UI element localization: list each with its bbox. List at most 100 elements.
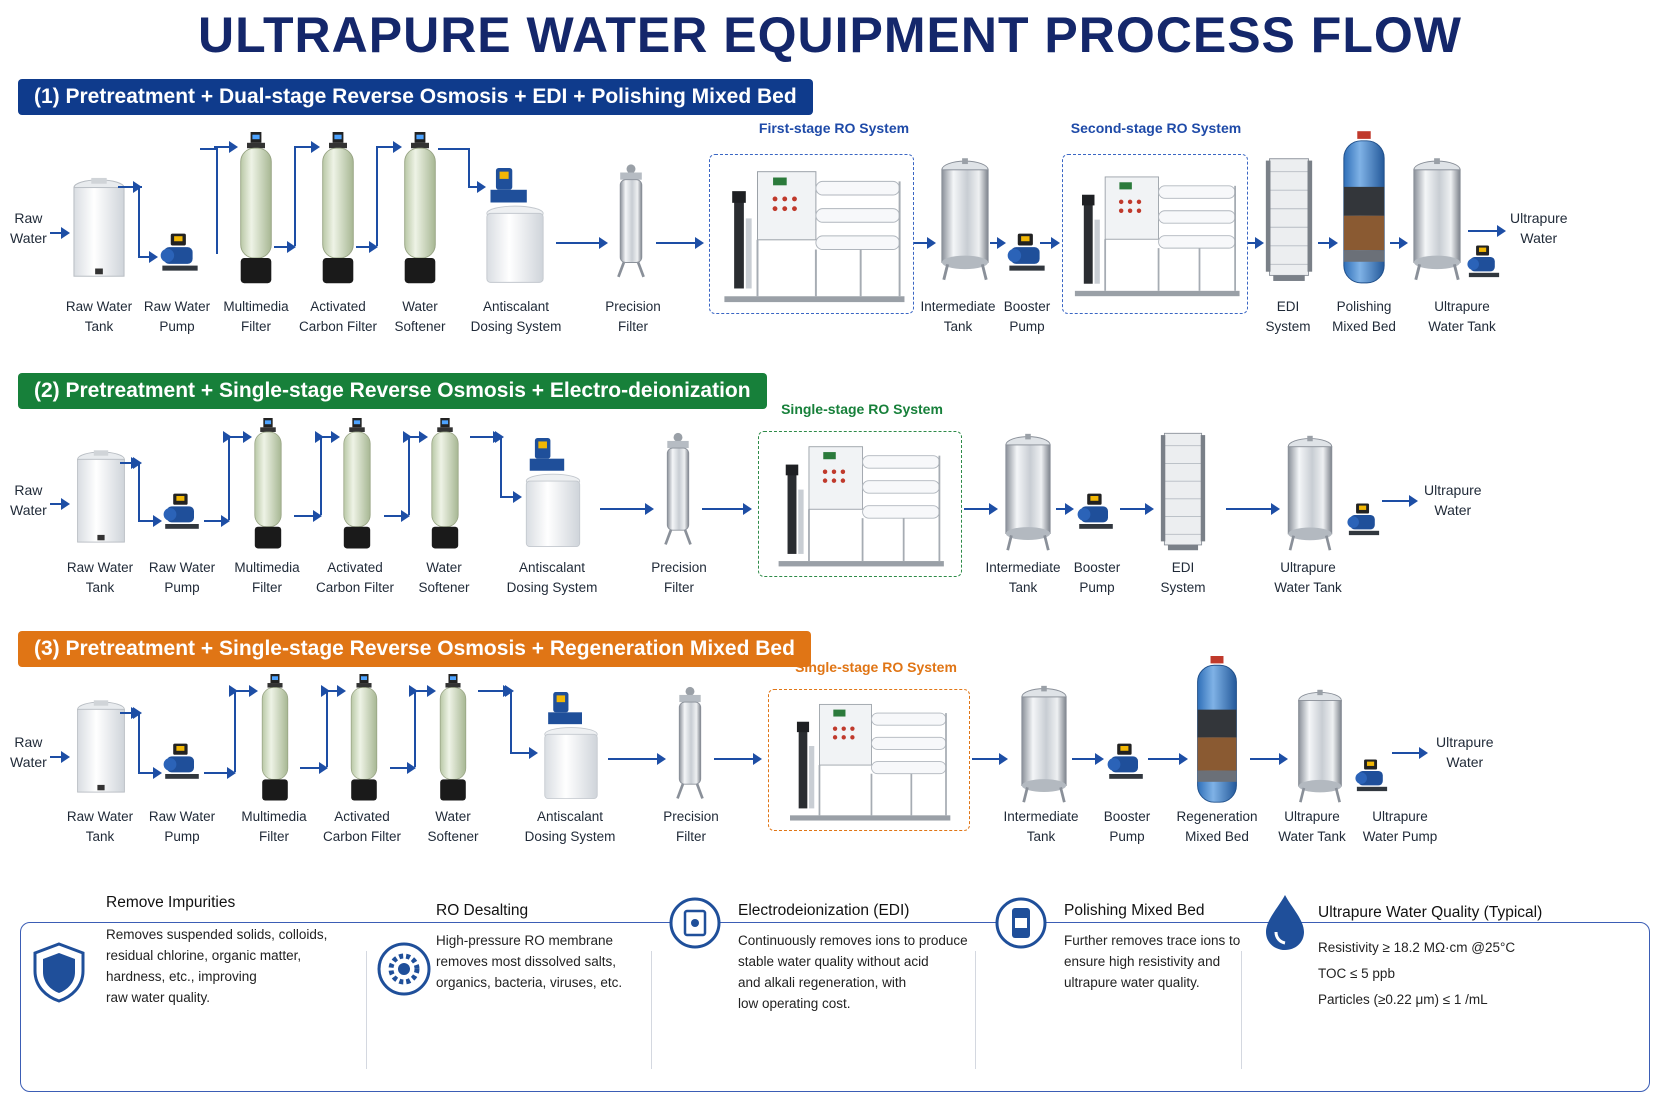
water-drop-icon: [1266, 895, 1304, 950]
antiscalant-dosing-system: [482, 168, 548, 286]
arrow: [1382, 495, 1418, 507]
feature-title-edi: Electrodeionization (EDI): [738, 902, 910, 919]
arrow: [500, 491, 522, 503]
arrow: [468, 181, 486, 193]
first-stage-ro-system: [714, 160, 910, 306]
arrow: [204, 515, 230, 527]
arrow: [138, 515, 162, 527]
arrow: [1148, 753, 1188, 765]
arrow: [972, 753, 1008, 765]
polishing-mixed-bed: [1340, 130, 1388, 286]
ultrapure-water-tank: [1410, 156, 1464, 282]
activated-carbon-filter: [347, 674, 381, 802]
arrow: [409, 685, 418, 767]
arrow: [321, 685, 330, 767]
arrow: [326, 685, 346, 697]
ultrapure-water-tank: [1294, 688, 1346, 804]
arrow: [356, 241, 378, 253]
multimedia-filter: [238, 130, 274, 287]
arrow: [505, 685, 514, 752]
raw-water-tank: [70, 176, 128, 282]
arrow: [390, 762, 416, 774]
arrow: [133, 707, 142, 772]
arrow: [495, 431, 504, 496]
arrow: [1120, 503, 1154, 515]
pipe: [200, 148, 218, 254]
divider: [975, 951, 976, 1069]
arrow: [1250, 753, 1288, 765]
arrow: [300, 762, 328, 774]
arrow: [315, 431, 324, 515]
second-stage-ro-box: [1062, 154, 1248, 314]
single-stage-ro-box: [768, 689, 970, 831]
pipe: [294, 148, 296, 246]
arrow: [1226, 503, 1280, 515]
second-stage-ro-label: Second-stage RO System: [1070, 120, 1242, 136]
arrow: [50, 227, 70, 239]
multimedia-filter: [251, 418, 285, 550]
process-1-banner: (1) Pretreatment + Dual-stage Reverse Os…: [18, 79, 813, 115]
arrow: [138, 767, 162, 779]
arrow: [133, 457, 142, 520]
arrow: [714, 753, 762, 765]
single-stage-ro-box: [758, 431, 962, 577]
arrow: [204, 767, 236, 779]
multimedia-filter: [258, 674, 292, 802]
single-stage-ro-label: Single-stage RO System: [795, 659, 957, 675]
arrow: [964, 503, 998, 515]
feature-panel: Remove Impurities Removes suspended soli…: [20, 922, 1650, 1092]
arrow: [133, 181, 142, 256]
arrow: [414, 685, 436, 697]
pipe: [376, 148, 378, 246]
arrow: [1392, 747, 1428, 759]
arrow: [1468, 225, 1506, 237]
divider: [651, 951, 652, 1069]
arrow: [1248, 237, 1264, 249]
shield-icon: [33, 942, 85, 1003]
arrow: [138, 251, 158, 263]
water-softener: [428, 418, 462, 550]
activated-carbon-filter: [320, 130, 356, 287]
ro-gear-icon: [377, 942, 431, 996]
regeneration-mixed-bed: [1192, 656, 1242, 804]
edi-icon: [669, 897, 721, 949]
ultrapure-water-pump: [1346, 502, 1382, 538]
arrow: [1056, 503, 1074, 515]
raw-water-pump: [162, 742, 202, 782]
arrow: [234, 685, 258, 697]
antiscalant-dosing-system: [522, 438, 584, 550]
arrow: [403, 431, 412, 515]
